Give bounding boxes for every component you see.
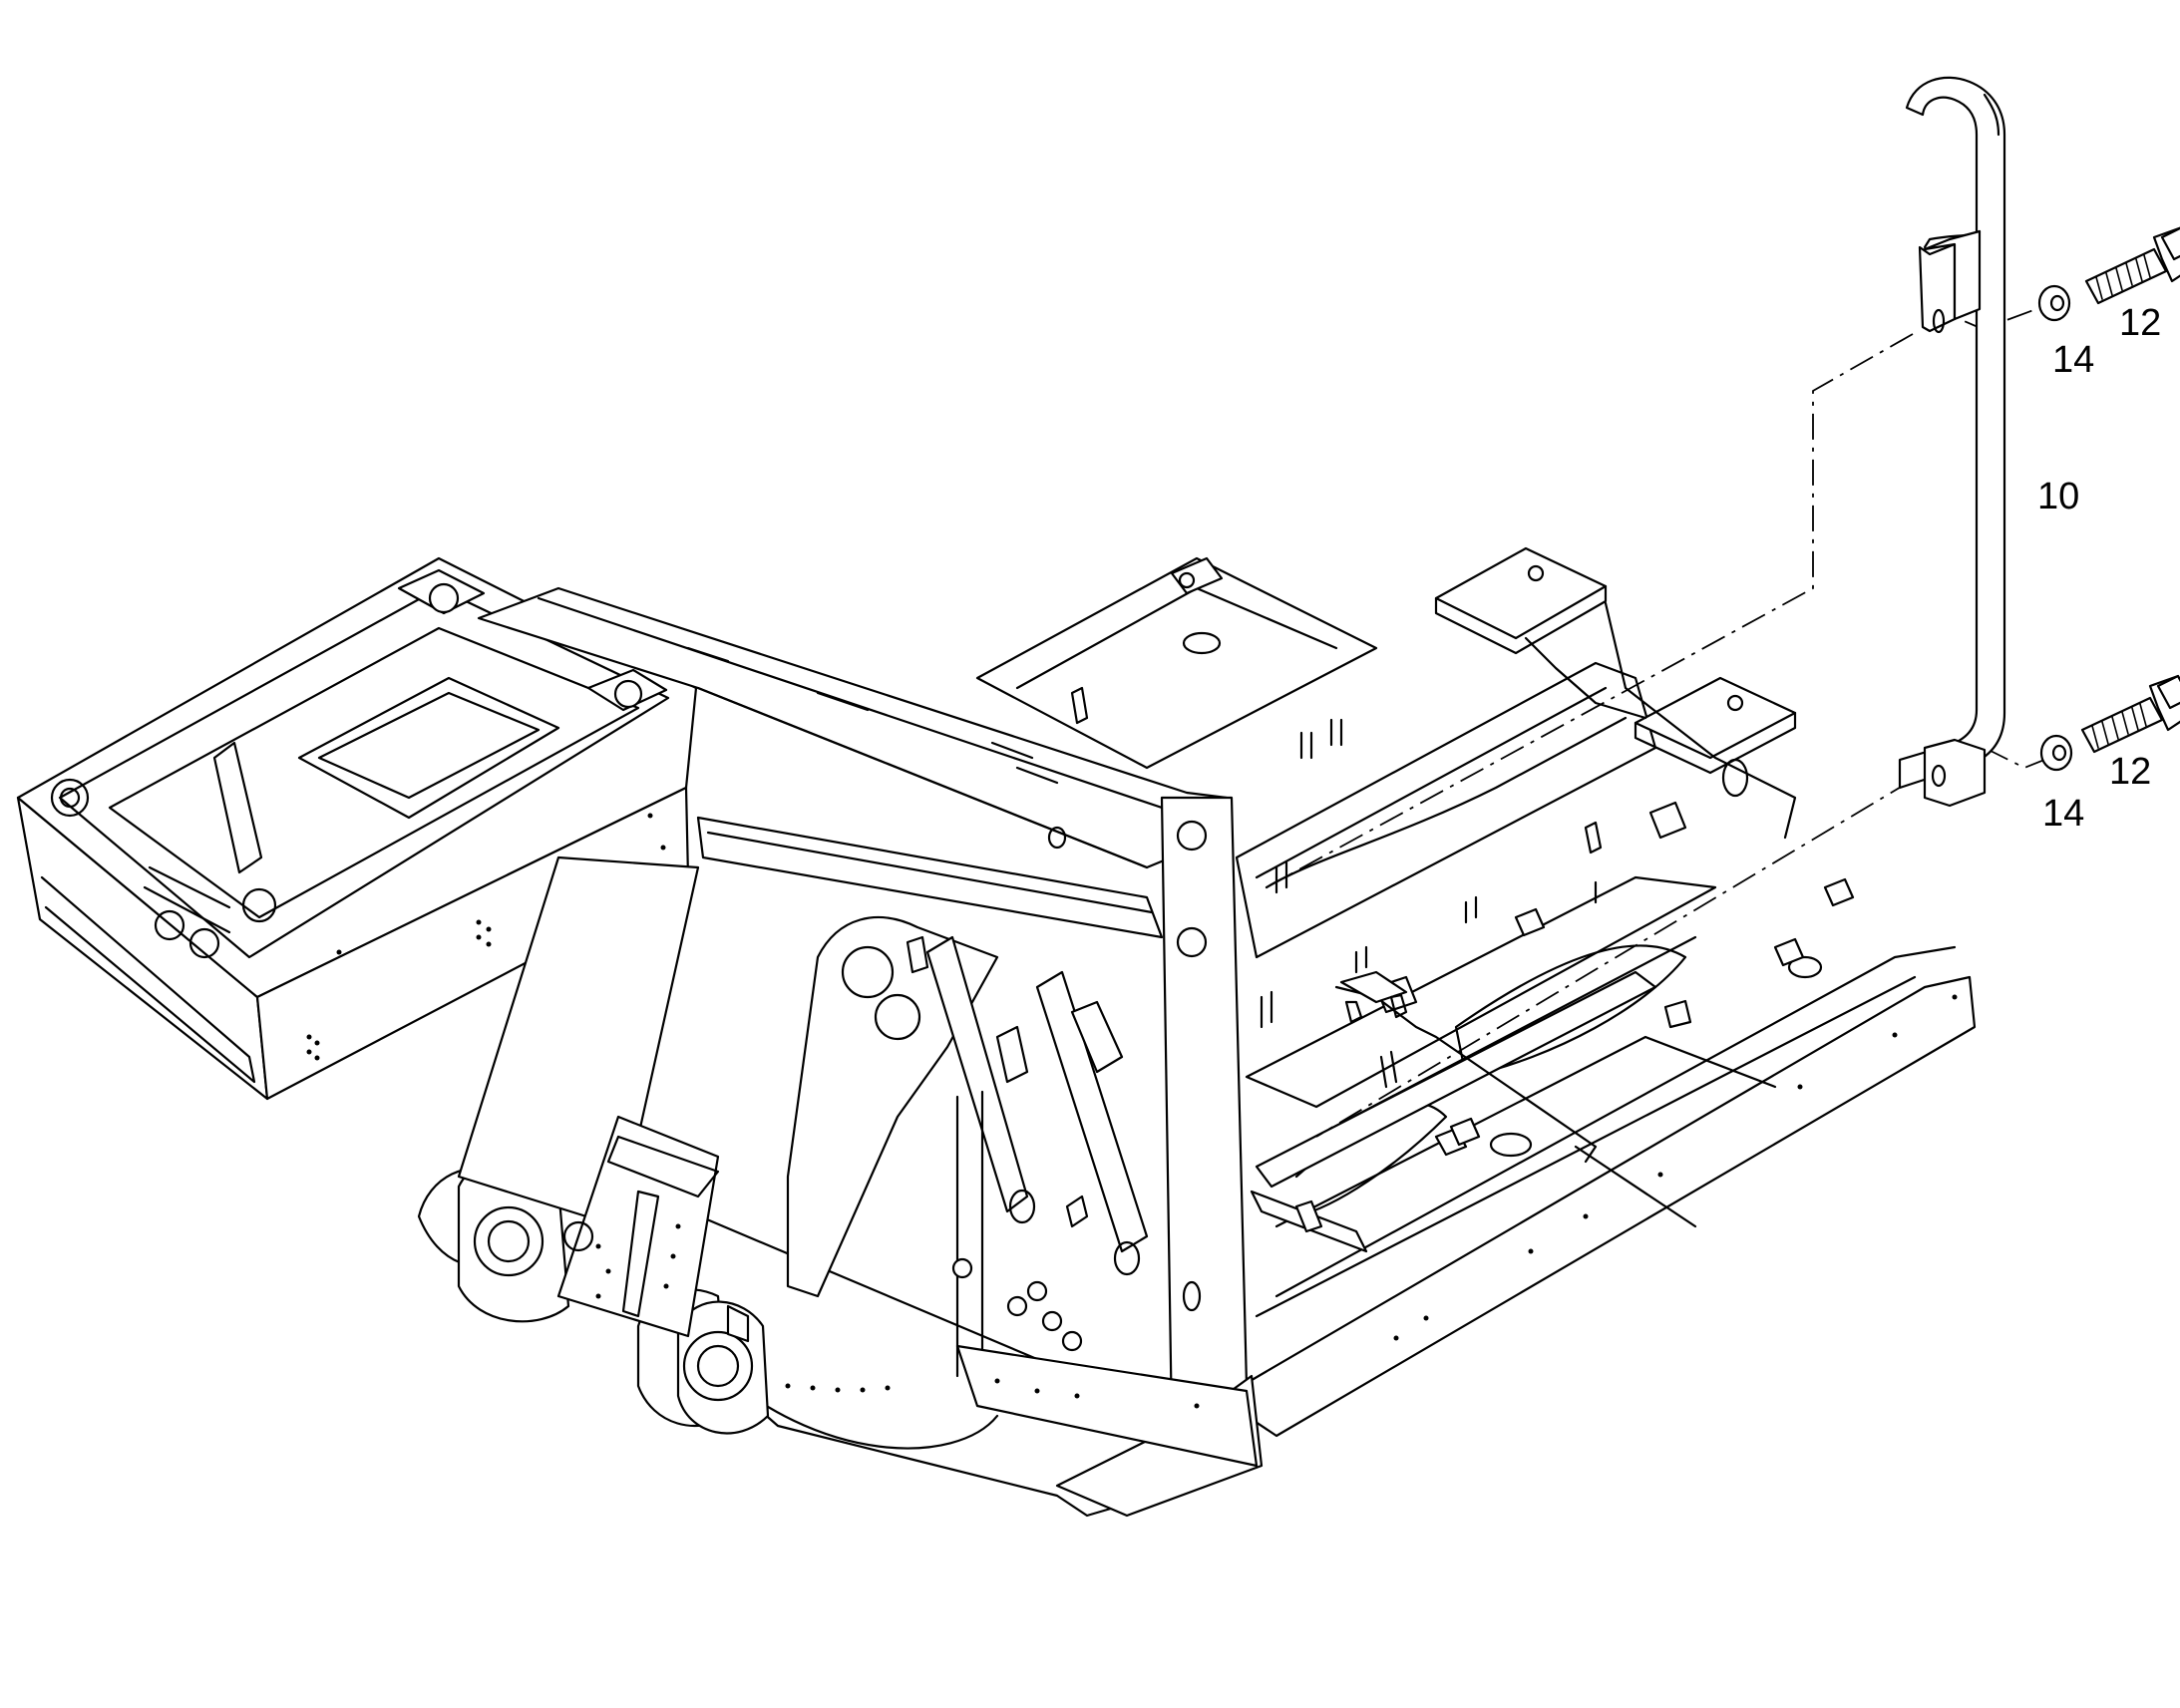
callout-14-upper: 14 bbox=[2052, 339, 2094, 381]
callout-12-upper: 12 bbox=[2119, 302, 2161, 344]
bolt-part-12-lower bbox=[2080, 674, 2180, 754]
callout-12-lower: 12 bbox=[2109, 751, 2151, 793]
callout-14-lower: 14 bbox=[2042, 793, 2084, 835]
washer-part-14-lower bbox=[2039, 734, 2073, 772]
bolt-part-12-upper bbox=[2084, 226, 2180, 305]
main-frame bbox=[417, 546, 1977, 1518]
grab-handle-part-10 bbox=[1898, 76, 2006, 808]
washer-part-14-upper bbox=[2037, 284, 2071, 322]
callout-labels: 10 12 14 12 14 bbox=[2037, 302, 2161, 835]
callout-10: 10 bbox=[2037, 476, 2079, 517]
